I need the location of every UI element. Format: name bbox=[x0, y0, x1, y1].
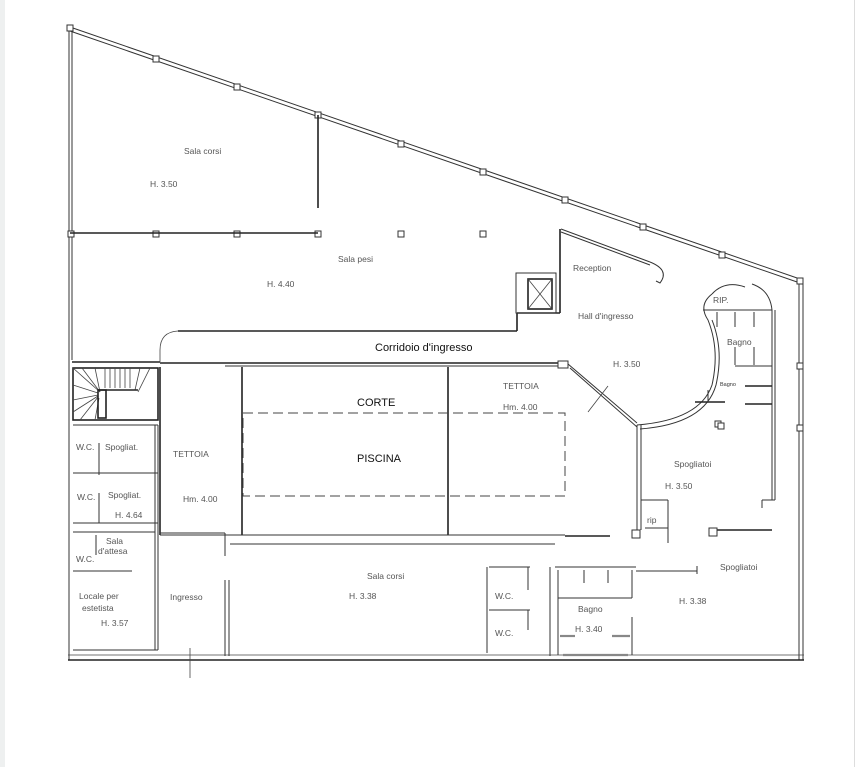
room-height-tettoia-left: Hm. 4.00 bbox=[183, 494, 218, 504]
room-label-corridoio: Corridoio d'ingresso bbox=[375, 342, 473, 354]
room-height-sala-pesi: H. 4.40 bbox=[267, 279, 295, 289]
staircase bbox=[72, 367, 151, 421]
room-label-corte: CORTE bbox=[357, 397, 396, 409]
room-height-bagno-bottom: H. 3.40 bbox=[575, 624, 603, 634]
room-height-estetista: H. 3.57 bbox=[101, 618, 129, 628]
room-label-tettoia-left: TETTOIA bbox=[173, 449, 209, 459]
room-label-rip-top: RIP. bbox=[713, 295, 729, 305]
page-margin bbox=[0, 0, 5, 767]
room-height-spogliat2: H. 4.64 bbox=[115, 510, 143, 520]
outer-walls bbox=[68, 26, 804, 661]
room-label-sala-corsi-bottom: Sala corsi bbox=[367, 571, 405, 581]
room-label-ingresso: Ingresso bbox=[170, 592, 203, 602]
room-label-bagno-small: Bagno bbox=[720, 382, 736, 388]
room-height-sala-corsi-top: H. 3.50 bbox=[150, 179, 178, 189]
interior-walls bbox=[70, 115, 776, 678]
room-label-wc2: W.C. bbox=[77, 492, 96, 502]
room-height-hall: H. 3.50 bbox=[613, 359, 641, 369]
pillars bbox=[66, 24, 804, 432]
room-label-hall: Hall d'ingresso bbox=[578, 311, 634, 321]
room-height-sala-corsi-bottom: H. 3.38 bbox=[349, 591, 377, 601]
room-label-wc1: W.C. bbox=[76, 442, 95, 452]
room-label-sala-corsi-top: Sala corsi bbox=[184, 146, 222, 156]
room-label-sala-attesa-1: Sala bbox=[106, 536, 124, 546]
room-label-bagno-bottom: Bagno bbox=[578, 604, 603, 614]
room-label-piscina: PISCINA bbox=[357, 453, 402, 465]
room-label-wc4: W.C. bbox=[495, 591, 514, 601]
room-label-spogliat2: Spogliat. bbox=[108, 490, 142, 500]
room-label-sala-attesa-2: d'attesa bbox=[98, 546, 128, 556]
room-label-estetista-1: Locale per bbox=[79, 591, 119, 601]
room-label-wc3: W.C. bbox=[76, 554, 95, 564]
room-label-bagno-right: Bagno bbox=[727, 337, 752, 347]
room-height-spogliatoi-right: H. 3.50 bbox=[665, 481, 693, 491]
room-label-estetista-2: estetista bbox=[82, 603, 114, 613]
room-label-tettoia-right: TETTOIA bbox=[503, 381, 539, 391]
room-label-rip-small: rip bbox=[647, 515, 657, 525]
room-label-spogliat1: Spogliat. bbox=[105, 442, 139, 452]
room-height-tettoia-right: Hm. 4.00 bbox=[503, 402, 538, 412]
room-label-spogliatoi-bottom: Spogliatoi bbox=[720, 562, 758, 572]
room-label-reception: Reception bbox=[573, 263, 612, 273]
room-label-sala-pesi: Sala pesi bbox=[338, 254, 373, 264]
room-label-wc5: W.C. bbox=[495, 628, 514, 638]
room-label-spogliatoi-right: Spogliatoi bbox=[674, 459, 712, 469]
room-height-spogliatoi-bottom: H. 3.38 bbox=[679, 596, 707, 606]
